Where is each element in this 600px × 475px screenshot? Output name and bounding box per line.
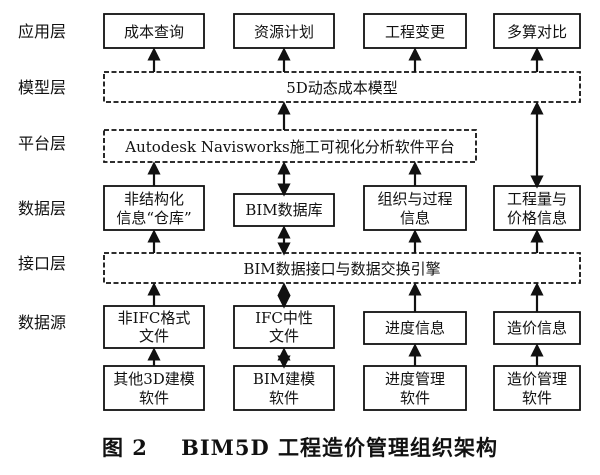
data-label-bim-db: BIM数据库 [245,201,322,219]
layer-label-application: 应用层 [18,22,66,41]
source-label-ifc-1: IFC中性 [255,309,313,327]
source-label-cost-mgmt-1: 造价管理 [507,370,567,388]
data-box-org-process [363,185,467,231]
source-label-cost: 造价信息 [507,319,567,337]
model-band [103,71,581,103]
layer-label-model: 模型层 [18,78,66,97]
app-label-resource-plan: 资源计划 [254,23,314,41]
data-label-quantity-price-2: 价格信息 [507,209,567,227]
source-box-cost [493,311,581,345]
figure-caption: 图 2 BIM5D 工程造价管理组织架构 [102,435,498,460]
app-label-cost-query: 成本查询 [124,23,184,41]
source-box-cost-mgmt [493,365,581,411]
app-box-comparison [493,13,581,49]
source-label-schedule-mgmt-2: 软件 [400,389,430,407]
source-label-other-3d-2: 软件 [139,389,169,407]
app-label-comparison: 多算对比 [507,23,567,41]
data-box-quantity-price [493,185,581,231]
data-label-unstructured-1: 非结构化 [124,190,184,208]
source-label-non-ifc-2: 文件 [139,327,169,345]
data-label-org-process-1: 组织与过程 [377,190,452,208]
platform-band-label: Autodesk Navisworks施工可视化分析软件平台 [124,138,454,156]
layer-label-platform: 平台层 [18,134,66,153]
layer-label-data: 数据层 [18,199,66,218]
source-label-cost-mgmt-2: 软件 [522,389,552,407]
source-label-bim-modeling-1: BIM建模 [253,370,315,388]
source-label-schedule: 进度信息 [385,319,445,337]
app-label-change: 工程变更 [385,23,445,41]
model-band-label: 5D动态成本模型 [286,79,398,97]
data-label-unstructured-2: 信息“仓库” [116,209,191,227]
layer-label-interface: 接口层 [18,254,66,273]
source-label-ifc-2: 文件 [269,327,299,345]
source-box-other-3d [103,365,205,411]
data-box-bim-db [233,193,335,227]
interface-band-label: BIM数据接口与数据交换引擎 [243,260,440,278]
source-label-bim-modeling-2: 软件 [269,389,299,407]
source-box-schedule-mgmt [363,365,467,411]
data-label-org-process-2: 信息 [400,209,430,227]
data-label-quantity-price-1: 工程量与 [507,190,567,208]
source-box-ifc [233,305,335,349]
source-label-schedule-mgmt-1: 进度管理 [385,370,445,388]
app-box-cost-query [103,13,205,49]
layer-label-source: 数据源 [18,313,66,332]
source-label-non-ifc-1: 非IFC格式 [118,309,191,327]
source-label-other-3d-1: 其他3D建模 [113,370,195,388]
interface-band [103,252,581,284]
